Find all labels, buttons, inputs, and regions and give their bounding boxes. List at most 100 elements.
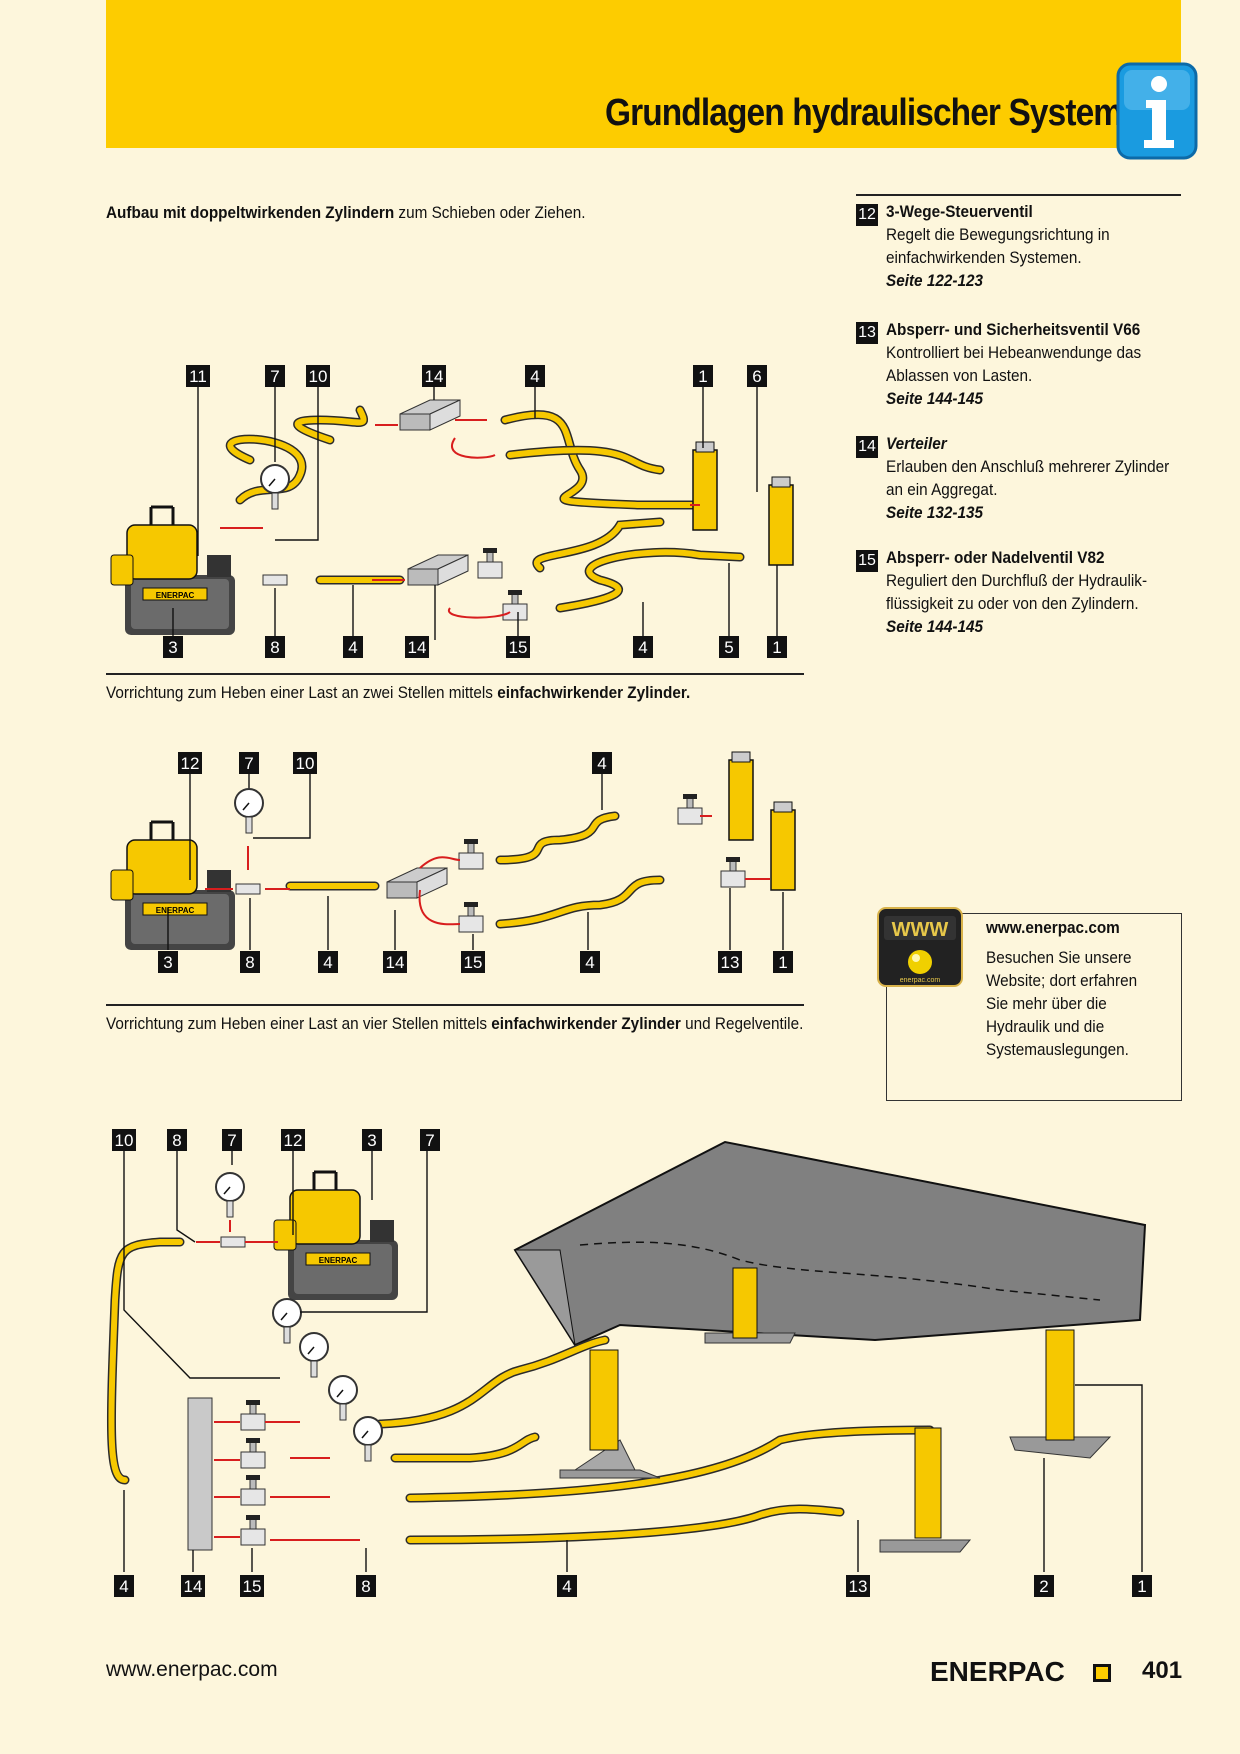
pump-brand-label: ENERPAC — [319, 1256, 358, 1265]
svg-text:4: 4 — [638, 638, 647, 657]
callout-label-7: 7 — [420, 1129, 440, 1151]
callout-label-1: 1 — [767, 636, 787, 658]
svg-text:1: 1 — [1137, 1577, 1146, 1596]
callout-label-14: 14 — [383, 951, 407, 973]
section-rule-2 — [106, 1004, 804, 1006]
svg-text:8: 8 — [270, 638, 279, 657]
pump-brand-label: ENERPAC — [156, 591, 195, 600]
svg-text:10: 10 — [309, 367, 328, 386]
header-band — [106, 0, 1181, 148]
website-url[interactable]: www.enerpac.com — [986, 918, 1120, 937]
callout-label-7: 7 — [239, 752, 259, 774]
callout-label-4: 4 — [580, 951, 600, 973]
callout-label-4: 4 — [633, 636, 653, 658]
footer-url[interactable]: www.enerpac.com — [106, 1658, 278, 1681]
legend-desc: einfachwirkenden Systemen. — [886, 248, 1082, 267]
callout-label-15: 15 — [461, 951, 485, 973]
callout-label-4: 4 — [343, 636, 363, 658]
svg-text:8: 8 — [172, 1131, 181, 1150]
svg-text:2: 2 — [1039, 1577, 1048, 1596]
legend-number: 13 — [856, 322, 878, 344]
callout-label-6: 6 — [747, 365, 767, 387]
manifold-block — [187, 1397, 213, 1551]
svg-text:7: 7 — [227, 1131, 236, 1150]
callout-label-14: 14 — [405, 636, 429, 658]
legend-title: Verteiler — [886, 434, 947, 453]
svg-text:8: 8 — [361, 1577, 370, 1596]
callout-label-4: 4 — [525, 365, 545, 387]
svg-text:3: 3 — [367, 1131, 376, 1150]
svg-text:3: 3 — [168, 638, 177, 657]
legend-desc: Erlauben den Anschluß mehrerer Zylinder — [886, 457, 1170, 476]
page-title: Grundlagen hydraulischer Systeme — [605, 92, 1141, 134]
callout-label-13: 13 — [846, 1575, 870, 1597]
diagram-four-point-lift: ENERPAC — [106, 1140, 1147, 1572]
caption-3: Vorrichtung zum Heben einer Last an vier… — [106, 1014, 804, 1033]
svg-text:8: 8 — [245, 953, 254, 972]
callout-label-1: 1 — [773, 951, 793, 973]
legend-desc: Kontrolliert bei Hebeanwendunge das — [886, 343, 1142, 362]
svg-text:1: 1 — [778, 953, 787, 972]
svg-text:15: 15 — [509, 638, 528, 657]
svg-text:3: 3 — [163, 953, 172, 972]
callout-label-14: 14 — [181, 1575, 205, 1597]
pump-brand-label: ENERPAC — [156, 906, 195, 915]
info-icon — [1116, 62, 1198, 160]
enerpac-logo-text: ENERPAC — [930, 1656, 1065, 1686]
svg-text:14: 14 — [425, 367, 444, 386]
svg-text:4: 4 — [530, 367, 539, 386]
callout-label-2: 2 — [1034, 1575, 1054, 1597]
callout-label-3: 3 — [158, 951, 178, 973]
callout-label-7: 7 — [222, 1129, 242, 1151]
svg-text:13: 13 — [849, 1577, 868, 1596]
svg-text:4: 4 — [597, 754, 606, 773]
legend-page-link[interactable]: Seite 144-145 — [886, 617, 983, 636]
legend-page-link[interactable]: Seite 132-135 — [886, 503, 983, 522]
svg-text:1: 1 — [698, 367, 707, 386]
callout-label-10: 10 — [306, 365, 330, 387]
caption-2: Vorrichtung zum Heben einer Last an zwei… — [106, 683, 691, 702]
svg-text:12: 12 — [284, 1131, 303, 1150]
callout-label-4: 4 — [318, 951, 338, 973]
page-number: 401 — [1142, 1657, 1183, 1684]
legend-desc: Regelt die Bewegungsrichtung in — [886, 225, 1110, 244]
svg-text:4: 4 — [323, 953, 332, 972]
svg-text:10: 10 — [296, 754, 315, 773]
legend-title: 3-Wege-Steuerventil — [886, 202, 1033, 221]
legend-page-link[interactable]: Seite 122-123 — [886, 271, 983, 290]
legend-desc: Reguliert den Durchfluß der Hydraulik- — [886, 571, 1148, 590]
svg-text:11: 11 — [189, 367, 207, 386]
callout-label-8: 8 — [167, 1129, 187, 1151]
svg-text:4: 4 — [585, 953, 594, 972]
legend-desc: Ablassen von Lasten. — [886, 366, 1033, 385]
legend-page-link[interactable]: Seite 144-145 — [886, 389, 983, 408]
legend-number: 15 — [856, 550, 878, 572]
www-globe-icon: WWW enerpac.com — [877, 907, 963, 987]
svg-text:15: 15 — [464, 953, 483, 972]
callout-label-1: 1 — [1132, 1575, 1152, 1597]
diagram-double-acting: ENERPAC — [109, 385, 794, 640]
svg-text:12: 12 — [181, 754, 200, 773]
callout-label-15: 15 — [240, 1575, 264, 1597]
callout-label-12: 12 — [281, 1129, 305, 1151]
callout-label-15: 15 — [506, 636, 530, 658]
callout-label-7: 7 — [265, 365, 285, 387]
svg-text:7: 7 — [425, 1131, 434, 1150]
top-rule — [856, 194, 1181, 196]
website-text: Besuchen Sie unsere Website; dort erfahr… — [986, 948, 1138, 1059]
legend-title: Absperr- oder Nadelventil V82 — [886, 548, 1105, 567]
callout-label-4: 4 — [557, 1575, 577, 1597]
www-badge-subtext: enerpac.com — [900, 977, 941, 984]
callout-label-4: 4 — [592, 752, 612, 774]
svg-text:15: 15 — [243, 1577, 262, 1596]
callout-label-8: 8 — [356, 1575, 376, 1597]
svg-text:1: 1 — [772, 638, 781, 657]
legend-number: 12 — [856, 204, 878, 226]
enerpac-logo: ENERPAC — [930, 1656, 1111, 1686]
svg-text:4: 4 — [562, 1577, 571, 1596]
callout-label-10: 10 — [293, 752, 317, 774]
svg-text:7: 7 — [244, 754, 253, 773]
callout-label-8: 8 — [240, 951, 260, 973]
